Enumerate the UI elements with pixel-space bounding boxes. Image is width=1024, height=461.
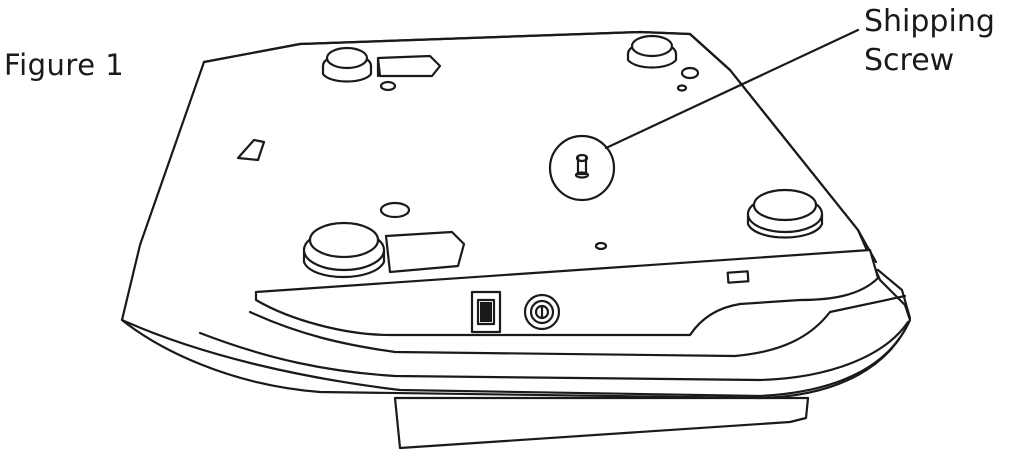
shipping-screw — [574, 153, 590, 179]
latch — [376, 54, 442, 78]
front-panel-inner-1 — [248, 294, 907, 358]
front-panel-inner-2 — [198, 320, 910, 382]
side-slot — [236, 138, 266, 162]
base-skirt — [393, 396, 810, 450]
latch — [384, 230, 466, 274]
fuse-holder — [523, 293, 561, 331]
hole — [594, 241, 608, 251]
shipping-screw-circle — [548, 134, 616, 202]
figure-label: Figure 1 — [4, 48, 125, 82]
rubber-foot — [321, 46, 373, 83]
front-panel — [254, 248, 880, 337]
hole — [379, 80, 397, 92]
rubber-foot — [746, 188, 824, 239]
vent-slot — [726, 270, 750, 284]
power-switch — [470, 290, 502, 334]
callout-line-2: Screw — [864, 43, 955, 78]
top-deck-edge — [202, 30, 878, 264]
hole — [680, 66, 700, 80]
callout-leader-line — [604, 28, 860, 150]
hole — [379, 201, 411, 219]
shipping-screw-label: Shipping Screw — [864, 2, 995, 80]
hole — [676, 84, 688, 92]
rubber-foot — [626, 34, 678, 69]
callout-line-1: Shipping — [864, 4, 995, 39]
rubber-foot — [302, 221, 386, 278]
